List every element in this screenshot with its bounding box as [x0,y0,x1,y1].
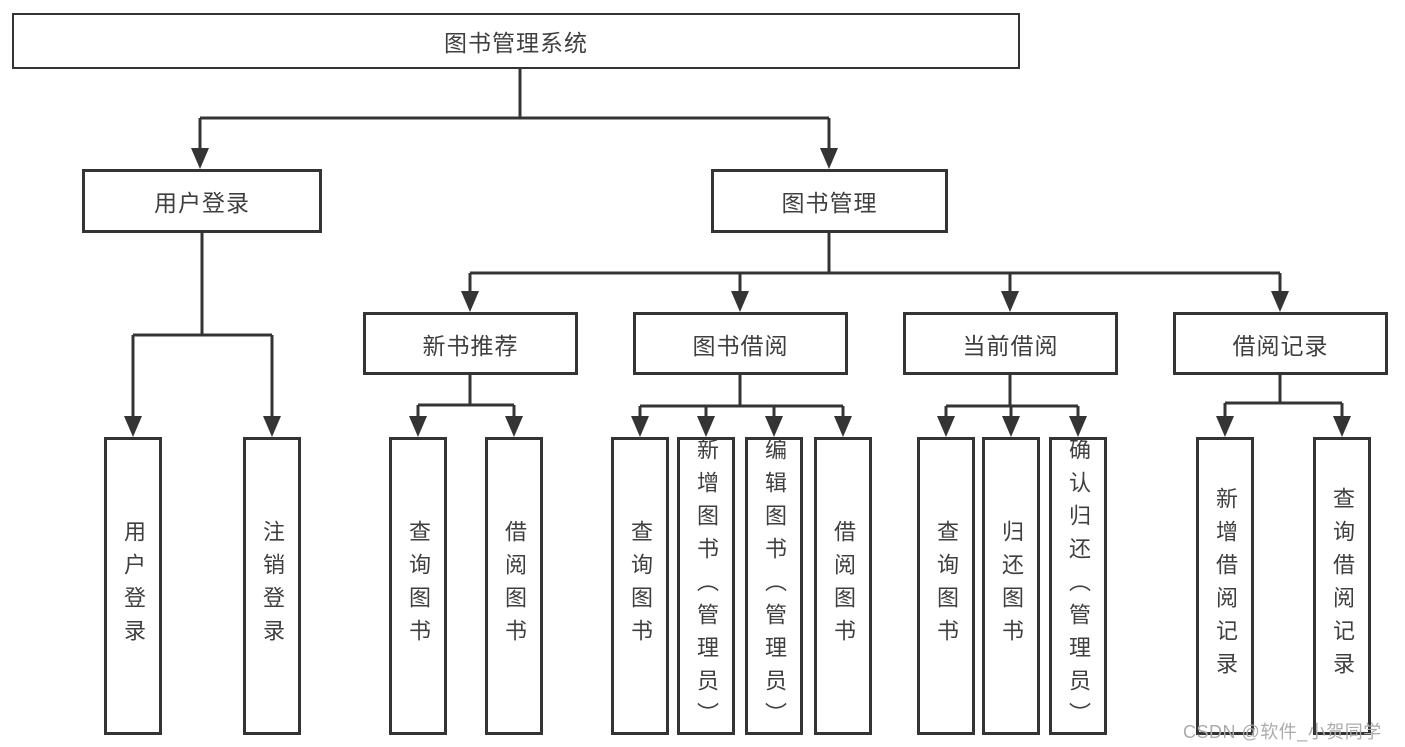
node-label: 注销登录 [260,520,285,652]
node-label: 借阅图书 [502,520,527,652]
leaf-logout: 注销登录 [243,437,301,735]
node-label: 当前借阅 [962,332,1059,359]
node-new-book-recommend: 新书推荐 [363,312,578,375]
leaf-confirm-return-admin: 确认归还（管理员） [1049,437,1107,735]
node-label: 新增图书（管理员） [694,437,719,735]
node-label: 用户登录 [154,190,250,216]
node-label: 用户登录 [121,520,146,652]
node-label: 新书推荐 [422,332,519,359]
node-label: 确认归还（管理员） [1066,437,1091,735]
leaf-edit-book-admin: 编辑图书（管理员） [745,437,803,735]
node-label: 归还图书 [999,520,1024,652]
leaf-recommend-query-book: 查询图书 [389,437,447,735]
node-user-login: 用户登录 [82,169,322,233]
node-label: 查询图书 [406,520,431,652]
node-borrow-records: 借阅记录 [1173,312,1388,375]
leaf-borrow-query-book: 查询图书 [611,437,669,735]
leaf-add-book-admin: 新增图书（管理员） [677,437,735,735]
node-book-management: 图书管理 [711,169,948,233]
leaf-borrow-book: 借阅图书 [814,437,872,735]
node-label: 新增借阅记录 [1213,487,1238,685]
node-label: 查询图书 [934,520,959,652]
node-book-borrow: 图书借阅 [633,312,848,375]
leaf-current-query-book: 查询图书 [917,437,975,735]
node-label: 图书管理 [781,190,878,216]
node-label: 编辑图书（管理员） [762,437,787,735]
connector-book-borrow [631,375,852,437]
connector-borrow-records [1216,375,1351,437]
node-label: 查询图书 [628,520,653,652]
csdn-watermark: CSDN @软件_小贺同学 [1183,722,1382,742]
connector-new-book-recommend [409,375,523,437]
connector-current-borrow [937,375,1087,437]
connector-book-management [461,233,1289,312]
node-label: 借阅图书 [831,520,856,652]
leaf-return-book: 归还图书 [982,437,1040,735]
connector-root [191,69,838,169]
leaf-add-borrow-record: 新增借阅记录 [1196,437,1254,735]
leaf-query-borrow-record: 查询借阅记录 [1313,437,1371,735]
node-label: 图书管理系统 [444,30,588,56]
node-label: 查询借阅记录 [1330,487,1355,685]
node-label: 借阅记录 [1232,332,1329,359]
leaf-user-login: 用户登录 [104,437,162,735]
node-current-borrow: 当前借阅 [903,312,1118,375]
connector-user-login [124,233,281,437]
leaf-recommend-borrow-book: 借阅图书 [485,437,543,735]
node-label: 图书借阅 [692,332,789,359]
node-library-system: 图书管理系统 [12,13,1020,69]
